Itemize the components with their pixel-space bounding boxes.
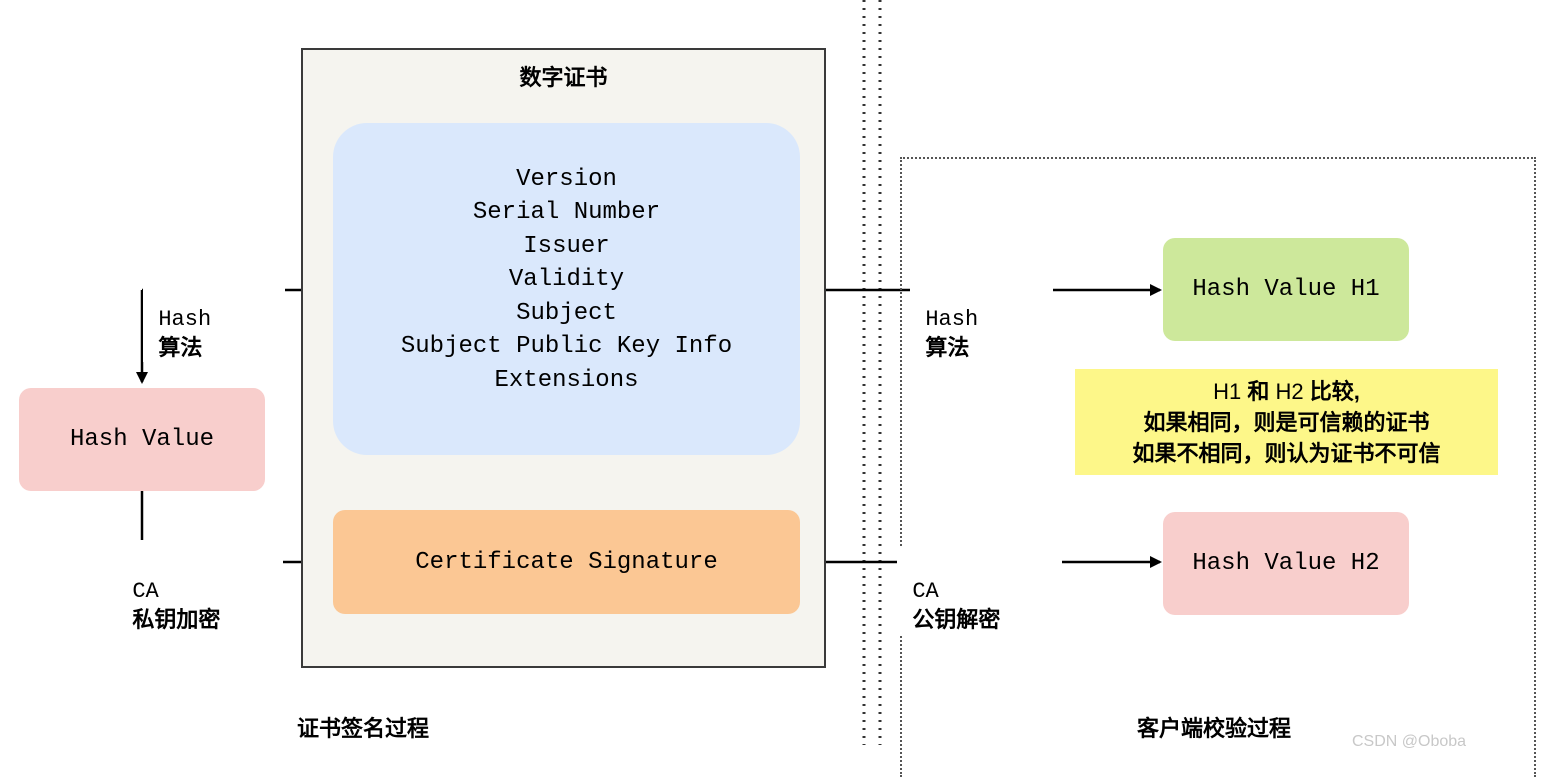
signing-hash-latin: Hash bbox=[158, 307, 212, 332]
note-h1: H1 bbox=[1213, 378, 1242, 404]
certificate-fields-box: Version Serial Number Issuer Validity Su… bbox=[333, 123, 800, 455]
verify-hash-cn: 算法 bbox=[925, 335, 970, 360]
note-compare: 比较, bbox=[1309, 378, 1360, 404]
verification-section-title: 客户端校验过程 bbox=[1137, 716, 1292, 741]
comparison-note: H1 和 H2 比较, 如果相同，则是可信赖的证书 如果不相同，则认为证书不可信 bbox=[1075, 369, 1498, 475]
field-issuer: Issuer bbox=[523, 232, 610, 260]
hash-value-h1-box: Hash Value H1 bbox=[1163, 238, 1409, 341]
verify-decrypt-cn: 公钥解密 bbox=[912, 607, 1001, 632]
signing-section-title: 证书签名过程 bbox=[297, 716, 430, 741]
verify-hash-latin: Hash bbox=[925, 307, 979, 332]
certificate-signature-box: Certificate Signature bbox=[333, 510, 800, 614]
signing-encrypt-label: CA 私钥加密 bbox=[117, 548, 223, 634]
hash-value-box: Hash Value bbox=[19, 388, 265, 491]
field-version: Version bbox=[516, 165, 617, 193]
field-subject-public-key-info: Subject Public Key Info bbox=[400, 333, 733, 361]
field-serial-number: Serial Number bbox=[472, 199, 661, 227]
note-line-2: 如果相同，则是可信赖的证书 bbox=[1143, 409, 1430, 435]
field-extensions: Extensions bbox=[494, 366, 639, 394]
note-line-1: H1 和 H2 比较, bbox=[1213, 376, 1360, 407]
field-subject: Subject bbox=[516, 299, 617, 327]
signing-hash-label: Hash 算法 bbox=[143, 276, 214, 362]
note-h2: H2 bbox=[1275, 378, 1304, 404]
verify-ca-latin: CA bbox=[912, 579, 939, 604]
signing-ca-latin: CA bbox=[132, 579, 159, 604]
verify-hash-label: Hash 算法 bbox=[910, 276, 981, 362]
note-line-3: 如果不相同，则认为证书不可信 bbox=[1132, 440, 1441, 466]
client-verification-frame bbox=[900, 157, 1536, 777]
verify-decrypt-label: CA 公钥解密 bbox=[897, 548, 1003, 634]
signing-hash-cn: 算法 bbox=[158, 335, 203, 360]
hash-value-h2-box: Hash Value H2 bbox=[1163, 512, 1409, 615]
watermark: CSDN @Oboba bbox=[1352, 733, 1467, 750]
certificate-title: 数字证书 bbox=[519, 65, 608, 90]
field-validity: Validity bbox=[508, 266, 625, 294]
note-and: 和 bbox=[1247, 378, 1270, 404]
signing-encrypt-cn: 私钥加密 bbox=[132, 607, 221, 632]
